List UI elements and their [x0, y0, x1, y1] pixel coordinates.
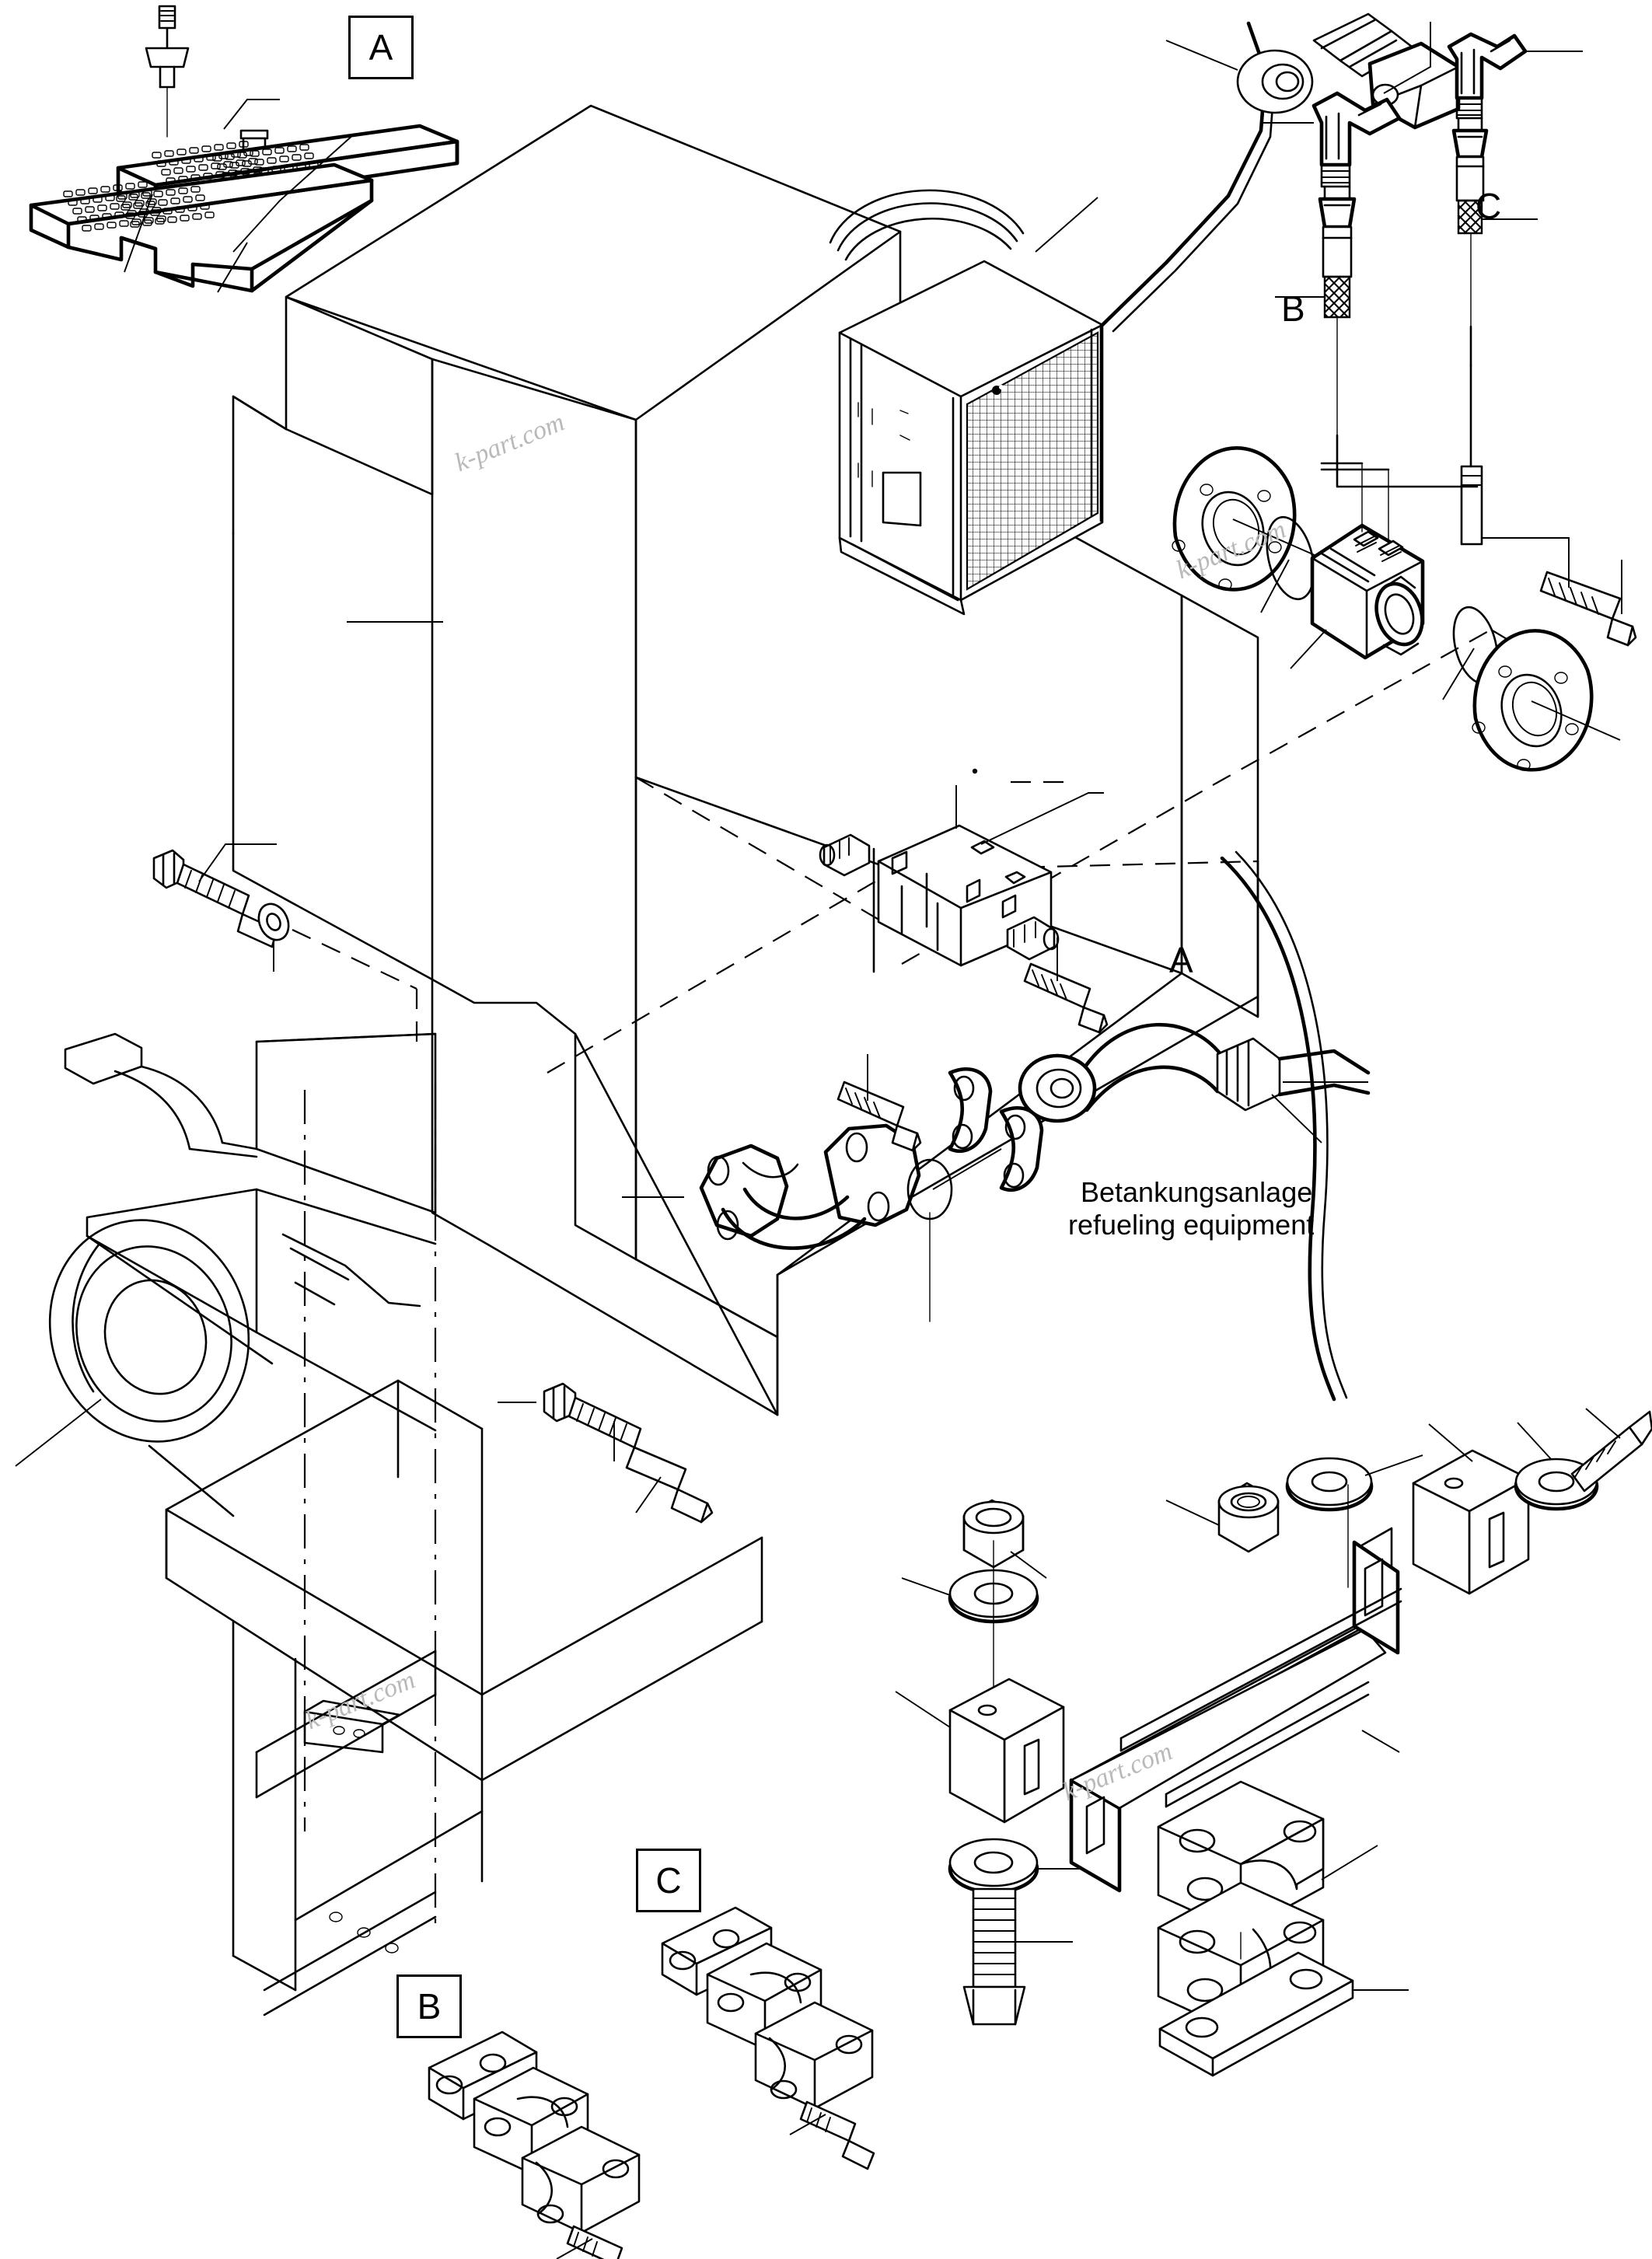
clamp-group-b: [428, 2030, 641, 2259]
section-label-b-bottom: B: [396, 1974, 462, 2038]
elbow-pipe-flange-group: [622, 850, 1371, 1402]
flange-left: [1172, 446, 1322, 592]
section-label-b-right: B: [1281, 288, 1305, 329]
roller-wheel: [15, 1219, 250, 1517]
flange-cap-screw-1: [836, 1054, 922, 1152]
hex-nut-middle: [1165, 1482, 1280, 1553]
flange-cap-screw-2: [1023, 937, 1109, 1034]
perforation-pattern-upper: [152, 141, 328, 196]
bolt-washer-left: [152, 843, 418, 1042]
washer-middle: [1285, 1454, 1423, 1512]
clamp-group-c: [661, 1906, 875, 2170]
elbow-fitting-b: [1263, 91, 1402, 188]
clamp-backing-plate: [1158, 1951, 1409, 2077]
hex-bolt-top-right: [1570, 1408, 1652, 1493]
long-channel-bracket: [1069, 1527, 1402, 1893]
hose-c: [1451, 117, 1538, 327]
control-valve-block: [819, 780, 1104, 973]
grommet-ring: [1165, 40, 1314, 114]
hose-collar-elbow: [1018, 1022, 1371, 1123]
washer-upper: [901, 1569, 1039, 1624]
cap-screw-flange: [1482, 537, 1637, 647]
section-label-c-right: C: [1476, 186, 1502, 226]
undercarriage-frame: [15, 1032, 763, 2016]
hose-b: [1275, 185, 1357, 436]
angle-bracket-upper-right: [1412, 1423, 1530, 1595]
angle-bracket-lower-left: [895, 1678, 1065, 1824]
split-flange-halves: [932, 1067, 1044, 1192]
elbow-fitting-c: [1447, 32, 1583, 120]
fuel-tank-body: [232, 104, 1565, 1416]
cooler-unit: [829, 21, 1277, 616]
step-plate-lower: [29, 162, 374, 293]
section-label-c-bottom: C: [636, 1849, 701, 1912]
step-plates-assembly: [29, 5, 459, 293]
section-label-a-top: A: [348, 16, 414, 79]
bolt-lower-left: [498, 1382, 714, 1524]
flange-elbow-pipe: [622, 1123, 921, 1250]
stud-screw-top: [145, 5, 190, 89]
flange-coupling-group: [1172, 446, 1637, 772]
hose-fitting-group: [1165, 12, 1583, 546]
washer-lower: [948, 1838, 1098, 1894]
bracket-mount-assembly: [895, 1408, 1652, 2077]
section-label-a-middle: A: [1169, 940, 1193, 980]
hex-bolt-lower: [962, 1887, 1073, 2026]
straight-pipe: [1312, 12, 1413, 78]
perforation-pattern-lower: [63, 181, 215, 232]
lock-nut-top: [962, 1499, 1047, 1579]
flange-right: [1472, 629, 1621, 772]
quick-coupler-body: [1290, 462, 1425, 669]
refueling-annotation-de: Betankungsanlage: [1081, 1176, 1313, 1208]
refueling-annotation-en: refueling equipment: [1068, 1209, 1315, 1241]
